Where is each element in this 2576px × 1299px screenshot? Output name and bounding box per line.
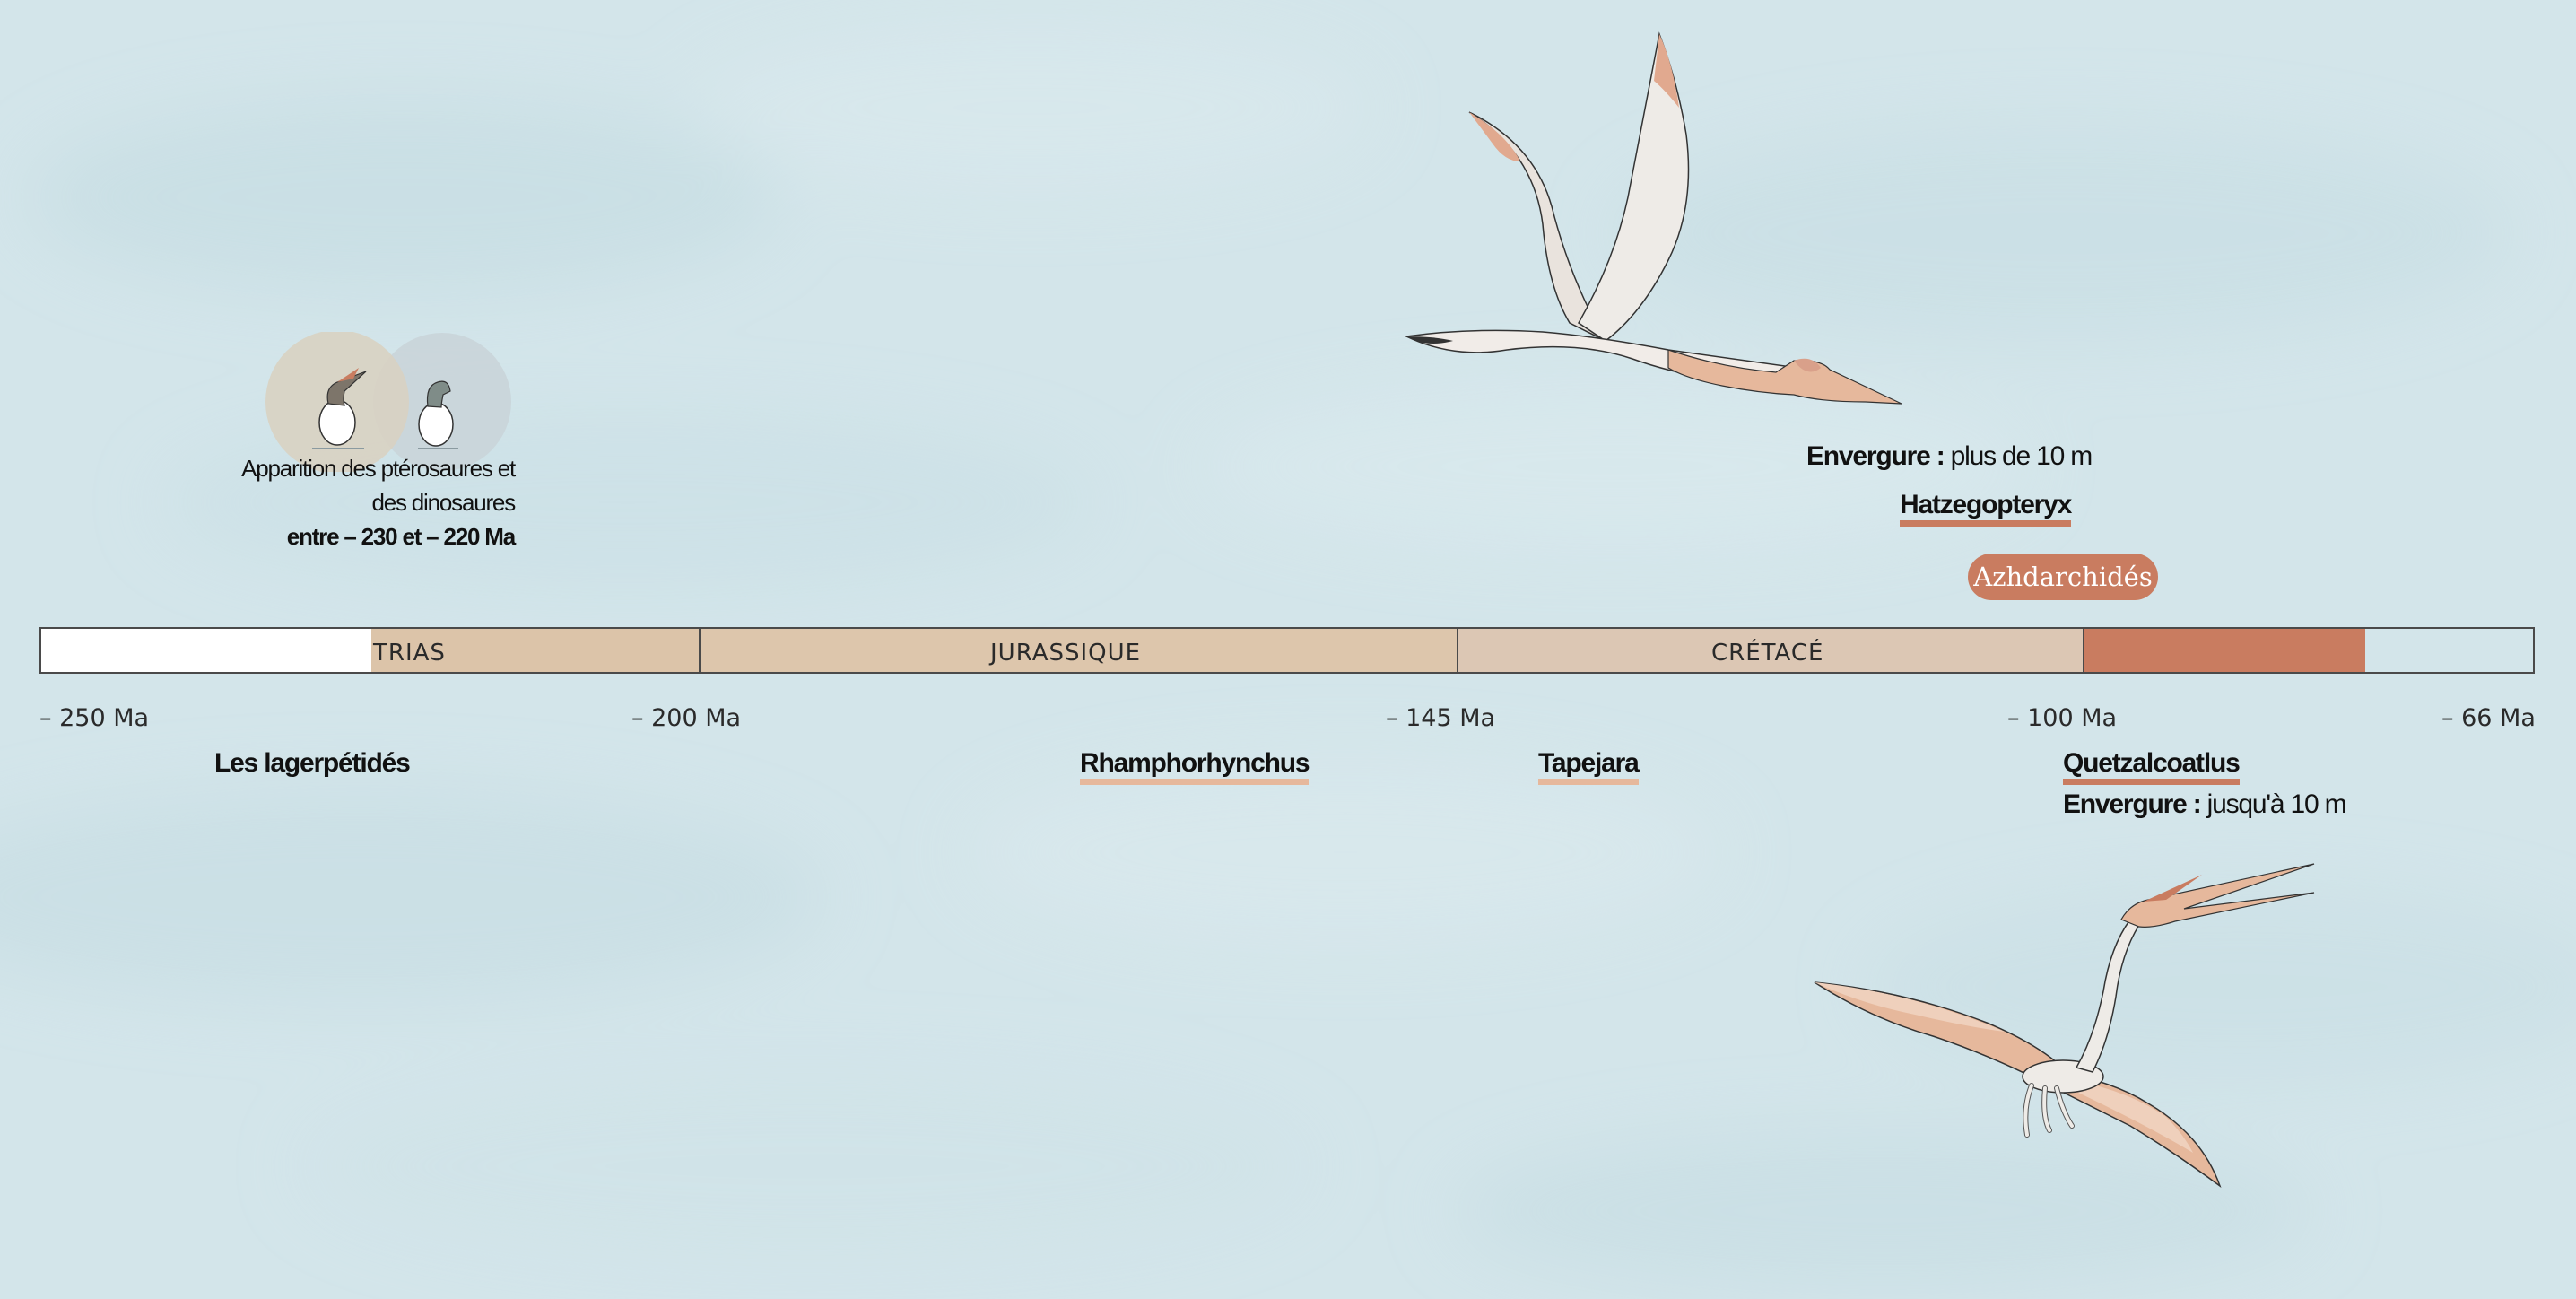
period-jurassique: JURASSIQUE <box>990 640 1142 667</box>
taxon-quetzalcoatlus: Quetzalcoatlus <box>2063 748 2241 785</box>
dinosaur-hatchling-icon <box>373 333 511 471</box>
timeline-bar: TRIAS JURASSIQUE CRÉTACÉ <box>39 627 2535 674</box>
hatchlings-illustration <box>265 332 511 472</box>
taxon-hatzegopteryx: Hatzegopteryx <box>1900 490 2072 527</box>
axis-label-66: – 66 Ma <box>2441 704 2536 732</box>
axis-label-145: – 145 Ma <box>1386 704 1496 732</box>
quetzalcoatlus-illustration <box>1814 863 2315 1189</box>
wingspan-value: plus de 10 m <box>1950 441 2093 471</box>
intro-line-2: des dinosaures <box>371 489 516 516</box>
timeline-segment-jurassique <box>701 629 1458 672</box>
axis-label-250: – 250 Ma <box>39 704 150 732</box>
axis-label-100: – 100 Ma <box>2007 704 2118 732</box>
intro-line-1: Apparition des ptérosaures et <box>241 455 516 482</box>
period-cretace: CRÉTACÉ <box>1711 640 1824 667</box>
pterosaur-hatchling-icon <box>265 332 409 472</box>
timeline-segment-azhdarchides <box>2083 629 2365 672</box>
axis-label-200: – 200 Ma <box>631 704 742 732</box>
period-boundary <box>699 629 701 672</box>
azhdarchid-badge: Azhdarchidés <box>1968 554 2158 600</box>
timeline-segment-trias <box>371 629 701 672</box>
period-trias: TRIAS <box>373 640 446 667</box>
hatzegopteryx-wingspan: Envergure : plus de 10 m <box>1806 440 2093 474</box>
wingspan-label: Envergure : <box>1806 441 1945 471</box>
intro-line-3: entre – 230 et – 220 Ma <box>286 523 516 550</box>
timeline-segment-pre-trias <box>41 629 371 672</box>
taxon-tapejara: Tapejara <box>1538 748 1640 785</box>
quetzalcoatlus-wingspan: Envergure : jusqu'à 10 m <box>2063 788 2347 822</box>
hatzegopteryx-illustration <box>1404 31 1902 405</box>
taxon-rhamphorhynchus: Rhamphorhynchus <box>1080 748 1310 785</box>
taxon-lagerpetides: Les lagerpétidés <box>214 748 411 778</box>
wingspan-label: Envergure : <box>2063 789 2202 819</box>
wingspan-value: jusqu'à 10 m <box>2206 789 2347 819</box>
intro-text: Apparition des ptérosaures et des dinosa… <box>222 451 516 554</box>
period-boundary <box>1457 629 1458 672</box>
timeline-segment-cretace <box>1458 629 2083 672</box>
